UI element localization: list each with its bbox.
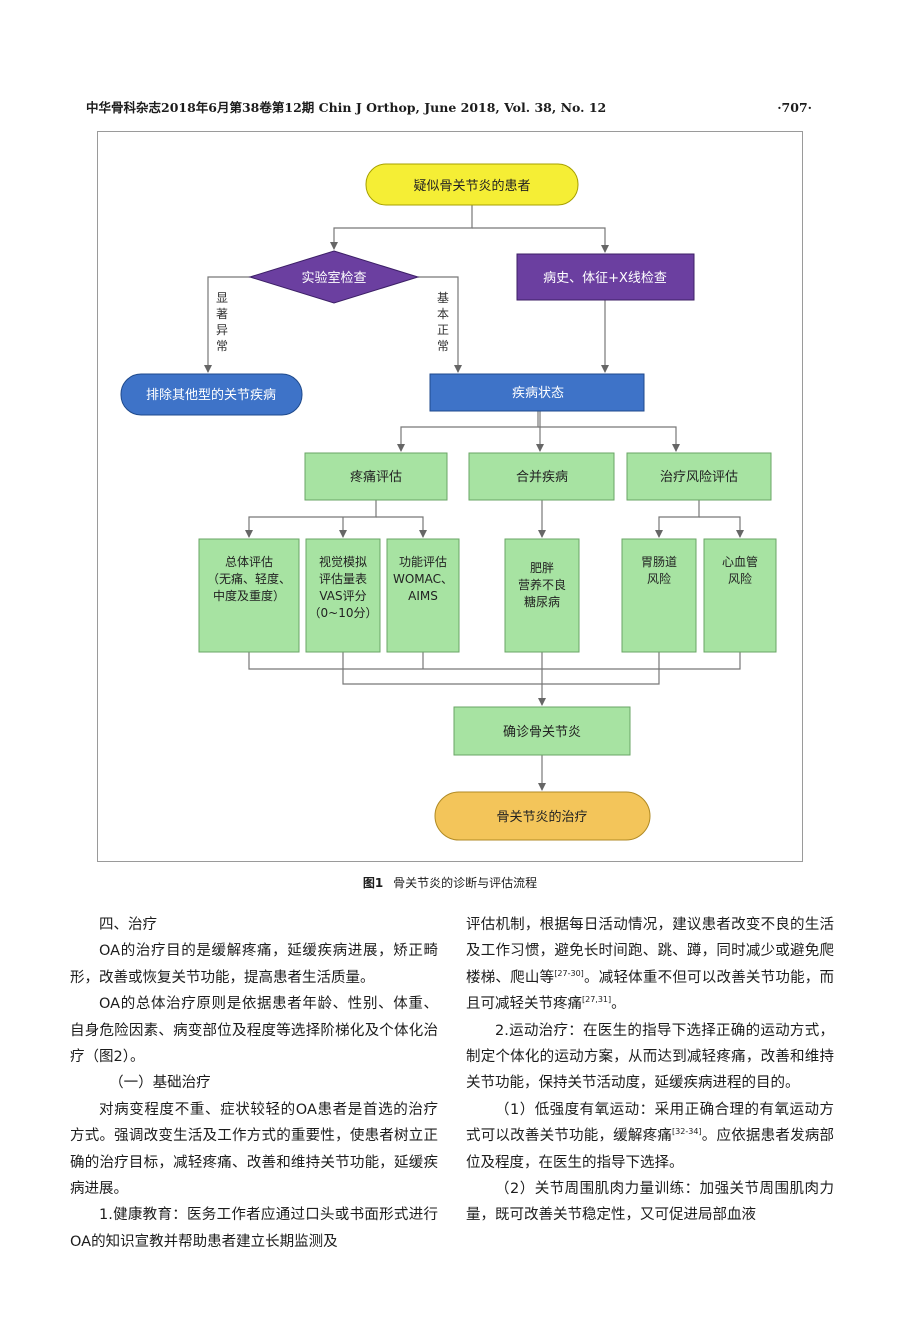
- figure-caption-text: 骨关节炎的诊断与评估流程: [393, 876, 538, 890]
- figure-frame: [97, 131, 803, 862]
- comorbidity-label: 合并疾病: [516, 470, 568, 485]
- risk-eval-label: 治疗风险评估: [660, 470, 738, 485]
- paragraph: 评估机制，根据每日活动情况，建议患者改变不良的生活及工作习惯，避免长时间跑、跳、…: [466, 917, 834, 1013]
- svg-text:异: 异: [216, 323, 228, 337]
- function-eval-node: [386, 538, 460, 653]
- svg-text:评估量表: 评估量表: [319, 572, 367, 586]
- history-check-node: [516, 253, 695, 301]
- flowchart: 疑似骨关节炎的患者 实验室检查 病史、体征+X线检查 显 著 异 常 基 本 正…: [120, 163, 777, 841]
- svg-text:本: 本: [437, 307, 449, 321]
- overall-eval-node: [198, 538, 300, 653]
- svg-text:胃肠道: 胃肠道: [641, 555, 677, 569]
- svg-text:总体评估: 总体评估: [225, 555, 273, 569]
- svg-text:VAS评分: VAS评分: [319, 589, 366, 603]
- start-node: [365, 163, 579, 206]
- comorbid-list-text: 肥胖 营养不良 糖尿病: [518, 561, 566, 609]
- svg-text:AIMS: AIMS: [408, 589, 438, 603]
- diagnosis-label: 确诊骨关节炎: [503, 725, 581, 740]
- comorbidity-node: [468, 452, 615, 501]
- subsection-heading: （一）基础治疗: [109, 1075, 211, 1092]
- svg-text:风险: 风险: [728, 571, 752, 586]
- exclude-node: [120, 373, 303, 416]
- comorbid-list-node: [504, 538, 580, 653]
- treatment-label: 骨关节炎的治疗: [496, 809, 587, 825]
- diagnosis-node: [453, 706, 631, 756]
- svg-text:视觉模拟: 视觉模拟: [319, 554, 367, 569]
- cv-risk-text: 心血管 风险: [722, 554, 758, 586]
- svg-text:风险: 风险: [647, 571, 671, 586]
- citation: [32-34]: [672, 1127, 702, 1137]
- flow-connectors: [204, 205, 744, 791]
- cv-risk-node: [703, 538, 777, 653]
- paragraph: （2）关节周围肌肉力量训练：加强关节周围肌肉力量，既可改善关节稳定性，又可促进局…: [466, 1181, 834, 1224]
- start-label: 疑似骨关节炎的患者: [413, 178, 530, 194]
- svg-text:中度及重度）: 中度及重度）: [213, 588, 285, 603]
- gi-risk-text: 胃肠道 风险: [641, 555, 677, 586]
- citation: [27,31]: [582, 995, 612, 1005]
- journal-info: 中华骨科杂志2018年6月第38卷第12期 Chin J Orthop, Jun…: [86, 100, 607, 115]
- page-number: ·707·: [777, 100, 812, 115]
- svg-text:糖尿病: 糖尿病: [524, 594, 560, 609]
- figure-number: 图1: [362, 876, 384, 890]
- svg-text:常: 常: [216, 339, 228, 353]
- overall-eval-text: 总体评估 （无痛、轻度、 中度及重度）: [207, 555, 291, 603]
- vas-eval-text: 视觉模拟 评估量表 VAS评分 （0~10分）: [309, 554, 378, 620]
- paragraph: （1）低强度有氧运动：采用正确合理的有氧运动方式可以改善关节功能，缓解疼痛[32…: [466, 1101, 834, 1171]
- pain-eval-node: [304, 452, 448, 501]
- lab-check-label: 实验室检查: [301, 270, 366, 286]
- history-check-label: 病史、体征+X线检查: [543, 271, 667, 286]
- paragraph: OA的治疗目的是缓解疼痛，延缓疾病进展，矫正畸形，改善或恢复关节功能，提高患者生…: [70, 943, 438, 986]
- paragraph: 1.健康教育：医务工作者应通过口头或书面形式进行OA的知识宣教并帮助患者建立长期…: [70, 1207, 438, 1250]
- svg-text:功能评估: 功能评估: [399, 555, 447, 569]
- treatment-node: [434, 791, 651, 841]
- pain-eval-label: 疼痛评估: [350, 469, 402, 485]
- svg-text:基: 基: [437, 291, 449, 305]
- gi-risk-node: [621, 538, 697, 653]
- page-header: 中华骨科杂志2018年6月第38卷第12期 Chin J Orthop, Jun…: [86, 98, 812, 118]
- paragraph: OA的总体治疗原则是依据患者年龄、性别、体重、自身危险因素、病变部位及程度等选择…: [70, 996, 438, 1066]
- svg-text:WOMAC、: WOMAC、: [393, 572, 453, 586]
- vas-eval-node: [305, 538, 381, 653]
- svg-text:正: 正: [437, 323, 449, 337]
- risk-eval-node: [626, 452, 772, 501]
- disease-state-label: 疾病状态: [512, 386, 564, 401]
- paragraph: 2.运动治疗：在医生的指导下选择正确的运动方式，制定个体化的运动方案，从而达到减…: [466, 1022, 834, 1092]
- svg-text:肥胖: 肥胖: [530, 561, 554, 575]
- svg-text:心血管: 心血管: [722, 554, 758, 569]
- paragraph: 对病变程度不重、症状较轻的OA患者是首选的治疗方式。强调改变生活及工作方式的重要…: [70, 1101, 438, 1198]
- citation: [27-30]: [554, 968, 584, 978]
- function-eval-text: 功能评估 WOMAC、 AIMS: [393, 555, 453, 603]
- svg-text:显: 显: [216, 291, 228, 305]
- normal-label: 基 本 正 常: [437, 291, 449, 353]
- section-heading: 四、治疗: [99, 917, 157, 933]
- disease-state-node: [429, 373, 645, 412]
- exclude-label: 排除其他型的关节疾病: [146, 387, 276, 403]
- svg-text:（0~10分）: （0~10分）: [309, 606, 378, 620]
- abnormal-label: 显 著 异 常: [216, 291, 228, 353]
- right-column: 评估机制，根据每日活动情况，建议患者改变不良的生活及工作习惯，避免长时间跑、跳、…: [466, 912, 834, 1252]
- figure-caption: 图1 骨关节炎的诊断与评估流程: [0, 874, 900, 891]
- svg-text:（无痛、轻度、: （无痛、轻度、: [207, 571, 291, 586]
- svg-text:营养不良: 营养不良: [518, 577, 566, 592]
- left-column: 四、治疗 OA的治疗目的是缓解疼痛，延缓疾病进展，矫正畸形，改善或恢复关节功能，…: [70, 912, 438, 1252]
- svg-text:常: 常: [437, 339, 449, 353]
- svg-text:著: 著: [216, 307, 228, 321]
- lab-check-diamond: [248, 250, 420, 304]
